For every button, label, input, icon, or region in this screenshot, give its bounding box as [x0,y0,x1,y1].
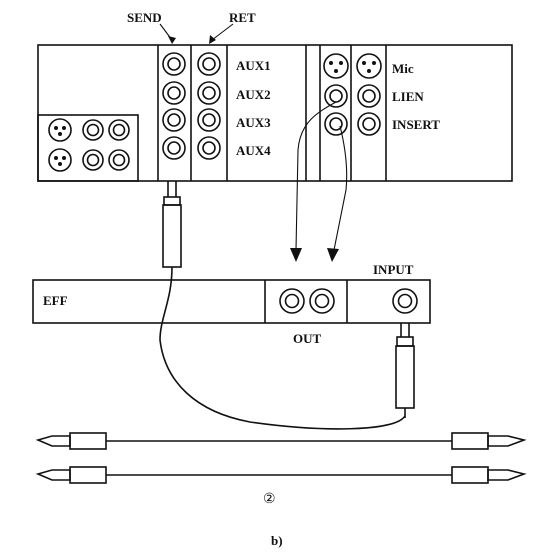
input-socket [392,288,418,314]
aux3-label: AUX3 [236,115,271,130]
send-socket-aux1 [162,52,186,76]
mic-label: Mic [392,61,414,76]
send-cable [159,181,406,430]
cables-marker: ② [263,492,276,507]
patch-cable-top [35,432,527,450]
aux4-label: AUX4 [236,143,271,158]
jack-socket [108,149,130,171]
xlr-connector-top [48,118,72,142]
lien-label: LIEN [392,89,424,104]
line-jack-2 [357,84,381,108]
ret-pointer [211,23,234,41]
jack-socket [82,149,104,171]
out-socket-1 [279,288,305,314]
aux2-label: AUX2 [236,87,271,102]
patch-cable-bottom [35,466,527,484]
jack-socket [108,119,130,141]
xlr-connector-bottom [48,148,72,172]
send-plug-body [162,204,182,268]
effects-unit-outline [32,279,431,324]
ret-label: RET [229,10,256,25]
mic-xlr-input-2 [356,53,382,79]
effects-unit: EFF OUT INPUT [32,262,431,346]
mixer-console: SEND RET AUX1 AUX2 AUX3 AUX4 Mic LIEN IN… [37,10,513,182]
eff-label: EFF [43,293,68,308]
ret-socket-aux4 [197,136,221,160]
left-connector-block [37,114,139,182]
out-label: OUT [293,331,322,346]
mic-xlr-input-1 [323,53,349,79]
signal-arrows [290,101,348,262]
ret-socket-aux1 [197,52,221,76]
insert-label: INSERT [392,117,440,132]
send-label: SEND [127,10,162,25]
figure-caption: b) [271,533,283,548]
insert-jack-2 [357,112,381,136]
out-socket-2 [309,288,335,314]
send-socket-column [162,52,186,160]
insert-jack-1 [324,112,348,136]
ret-socket-aux2 [197,81,221,105]
aux1-label: AUX1 [236,58,271,73]
send-socket-aux2 [162,81,186,105]
mixer-panel-outline [37,44,513,182]
jack-socket [82,119,104,141]
ret-socket-column [197,52,221,160]
send-socket-aux3 [162,108,186,132]
input-plug-body [395,345,415,409]
ret-socket-aux3 [197,108,221,132]
send-socket-aux4 [162,136,186,160]
input-plug [395,323,415,418]
line-jack-1 [324,84,348,108]
input-label: INPUT [373,262,414,277]
